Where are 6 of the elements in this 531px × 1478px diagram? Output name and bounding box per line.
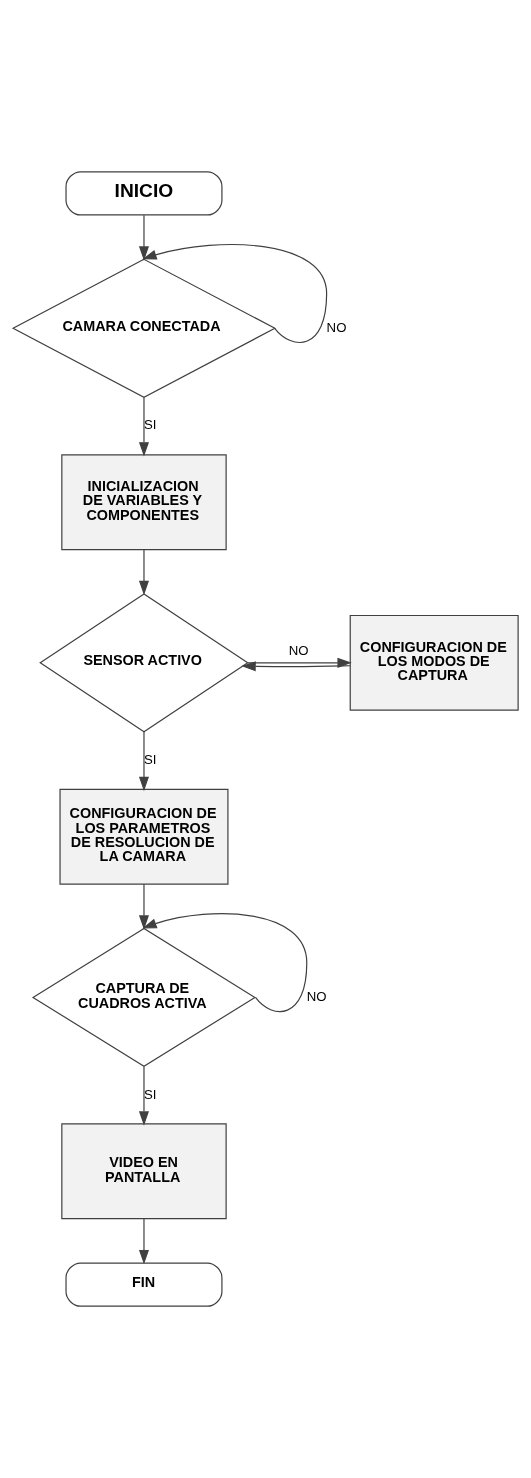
edge-label: SI — [143, 417, 157, 433]
edge-label: NO — [288, 643, 309, 659]
edge-label: SI — [143, 751, 157, 767]
edge-label: SI — [143, 1086, 157, 1102]
edge-label: NO — [306, 988, 327, 1004]
edge-label: NO — [326, 319, 347, 335]
